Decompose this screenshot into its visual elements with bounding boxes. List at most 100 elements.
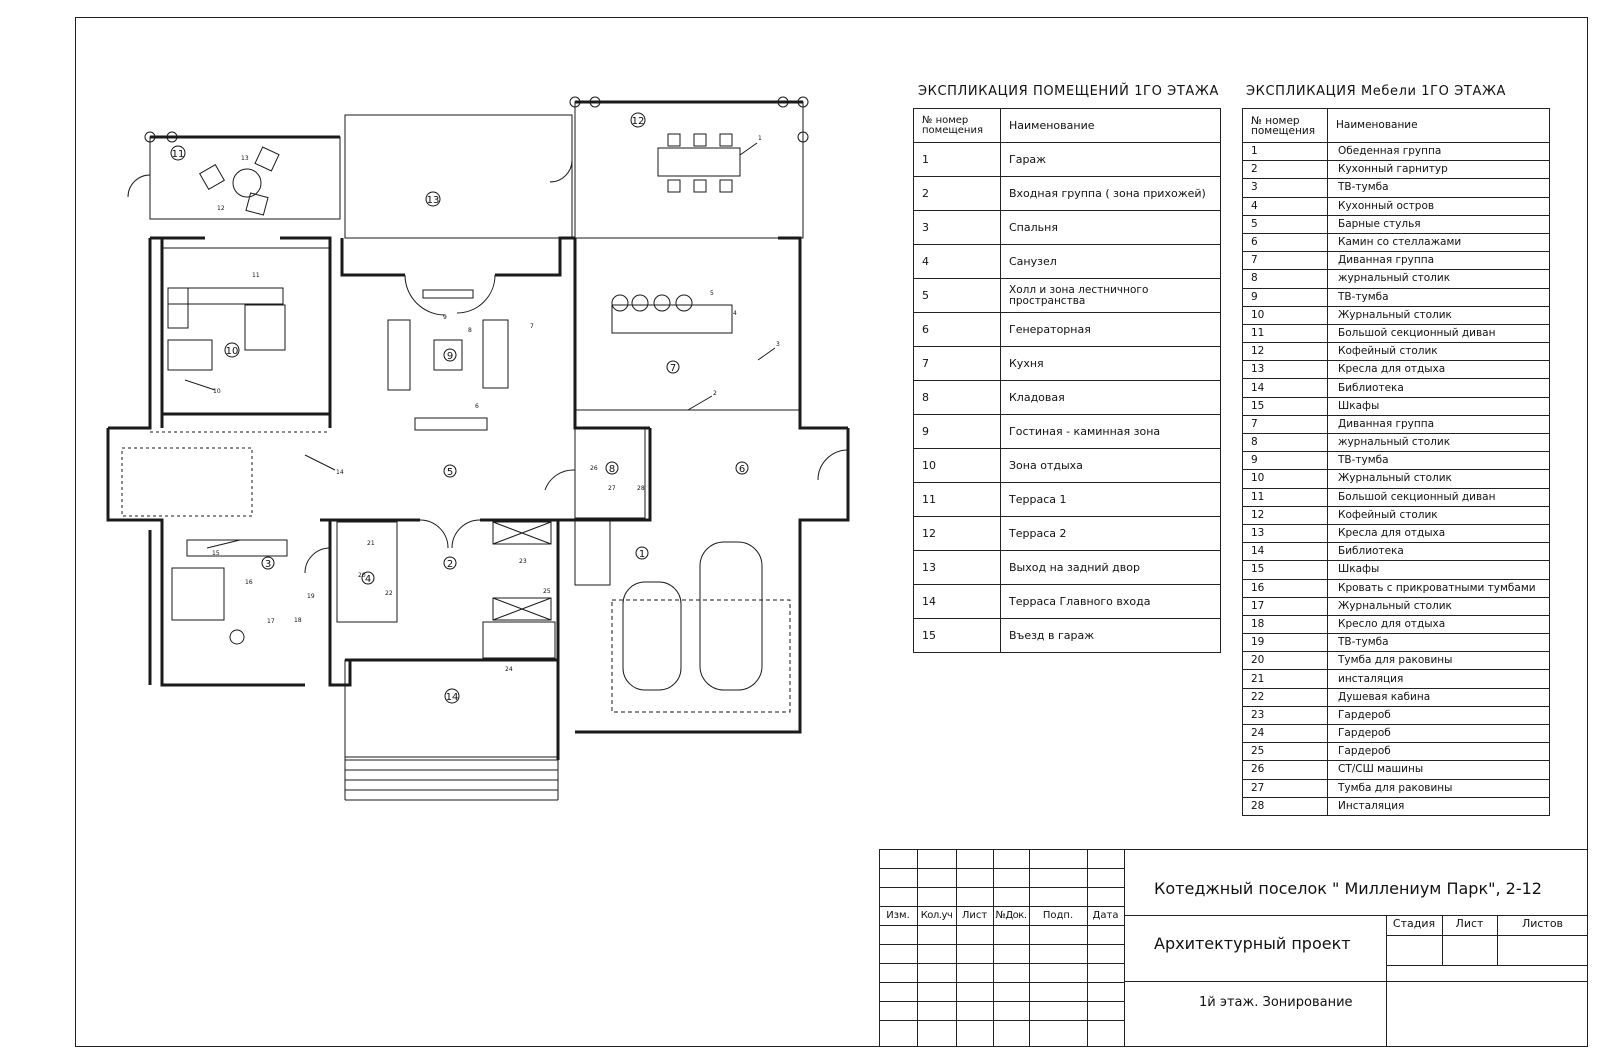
row-number: 8 bbox=[913, 380, 1001, 415]
header-list: Лист bbox=[961, 910, 988, 921]
room-marker: 3 bbox=[261, 556, 275, 570]
row-number: 25 bbox=[1242, 742, 1328, 762]
wardrobe-mark bbox=[492, 597, 552, 621]
row-number: 7 bbox=[1242, 414, 1328, 435]
row-name: Кресло для отдыха bbox=[1327, 614, 1550, 635]
room-marker: 10 bbox=[224, 342, 240, 358]
row-number: 14 bbox=[1242, 542, 1328, 562]
room-marker: 7 bbox=[666, 360, 680, 374]
row-number: 2 bbox=[913, 176, 1001, 211]
coffee-table-17 bbox=[229, 629, 245, 645]
furniture-label: 20 bbox=[358, 572, 366, 579]
svg-text:4: 4 bbox=[365, 574, 371, 585]
row-name: Гараж bbox=[1000, 142, 1221, 177]
leader-line bbox=[206, 539, 241, 549]
row-name: Камин со стеллажами bbox=[1327, 232, 1550, 253]
row-number: 22 bbox=[1242, 687, 1328, 707]
room-marker: 14 bbox=[444, 688, 460, 704]
row-number: 6 bbox=[913, 312, 1001, 347]
row-number: 5 bbox=[913, 278, 1001, 313]
furniture-label: 14 bbox=[336, 469, 344, 476]
column-header: № номер помещения bbox=[913, 108, 1001, 143]
row-name: Кофейный столик bbox=[1327, 505, 1550, 525]
bar-stool bbox=[653, 294, 671, 312]
furniture-label: 4 bbox=[733, 310, 737, 317]
row-name: Шкафы bbox=[1327, 396, 1550, 416]
svg-text:13: 13 bbox=[427, 195, 440, 206]
row-number: 27 bbox=[1242, 778, 1328, 798]
furniture-label: 11 bbox=[252, 272, 260, 279]
chair bbox=[667, 133, 681, 147]
row-name: инсталяция bbox=[1327, 669, 1550, 689]
chair bbox=[719, 133, 733, 147]
door-swing bbox=[544, 469, 576, 491]
car bbox=[699, 541, 763, 691]
wardrobe-25 bbox=[492, 597, 552, 621]
furniture-label: 16 bbox=[245, 579, 253, 586]
furniture-label: 17 bbox=[267, 618, 275, 625]
drawing-sheet-frame bbox=[75, 17, 1588, 1047]
leader-line bbox=[184, 379, 216, 391]
row-number: 10 bbox=[1242, 469, 1328, 489]
column-header: Наименование bbox=[1000, 108, 1221, 143]
svg-text:3: 3 bbox=[265, 559, 271, 570]
row-name: журнальный столик bbox=[1327, 269, 1550, 289]
room-marker: 8 bbox=[605, 461, 619, 475]
row-number: 28 bbox=[1242, 796, 1328, 816]
row-number: 8 bbox=[1242, 269, 1328, 289]
furniture-label: 15 bbox=[212, 550, 220, 557]
sectional-sofa bbox=[167, 287, 189, 329]
row-name: Терраса Главного входа bbox=[1000, 584, 1221, 619]
project-type: Архитектурный проект bbox=[1154, 934, 1351, 953]
header-kol-uch: Кол.уч bbox=[920, 910, 953, 921]
room-marker: 1 bbox=[635, 546, 649, 560]
furniture-label: 8 bbox=[468, 327, 472, 334]
wall bbox=[328, 520, 352, 687]
row-name: Зона отдыха bbox=[1000, 448, 1221, 483]
header-sheets: Листов bbox=[1521, 917, 1564, 930]
zone-10-area bbox=[161, 247, 331, 415]
armchair bbox=[245, 192, 269, 216]
furniture-label: 18 bbox=[294, 617, 302, 624]
row-number: 4 bbox=[1242, 196, 1328, 216]
svg-text:12: 12 bbox=[632, 116, 645, 127]
row-number: 8 bbox=[1242, 432, 1328, 453]
door-swing bbox=[304, 547, 331, 574]
row-name: Диванная группа bbox=[1327, 251, 1550, 271]
furniture-label: 3 bbox=[776, 341, 780, 348]
wardrobe-15 bbox=[186, 539, 288, 557]
row-name: Журнальный столик bbox=[1327, 469, 1550, 489]
row-number: 17 bbox=[1242, 596, 1328, 616]
project-name: Котеджный поселок " Миллениум Парк", 2-1… bbox=[1154, 879, 1542, 898]
tv-stand-9 bbox=[422, 289, 474, 299]
wall bbox=[106, 428, 305, 687]
row-name: Библиотека bbox=[1327, 542, 1550, 562]
column bbox=[589, 96, 601, 108]
svg-text:10: 10 bbox=[226, 346, 239, 357]
room-marker: 11 bbox=[170, 145, 186, 161]
row-number: 3 bbox=[913, 210, 1001, 245]
svg-text:8: 8 bbox=[609, 464, 615, 475]
wall bbox=[495, 236, 575, 277]
row-name: Диванная группа bbox=[1327, 414, 1550, 435]
row-name: Кладовая bbox=[1000, 380, 1221, 415]
row-number: 2 bbox=[1242, 160, 1328, 180]
row-number: 10 bbox=[1242, 305, 1328, 325]
column bbox=[797, 131, 809, 143]
